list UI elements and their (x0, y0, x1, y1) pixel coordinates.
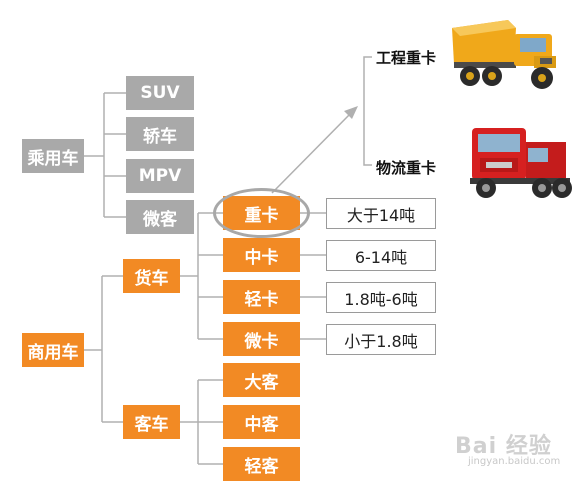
engineering-heavy-truck-label: 工程重卡 (376, 49, 437, 67)
logistics-heavy-truck-label: 物流重卡 (376, 159, 437, 177)
large-bus-node: 大客 (223, 363, 300, 397)
passenger-sedan-node: 轿车 (126, 117, 194, 151)
bus-node: 客车 (123, 405, 180, 439)
passenger-suv-node: SUV (126, 76, 194, 110)
baidu-watermark-logo: Bai 经验 (455, 434, 552, 459)
passenger-car-node: 乘用车 (22, 139, 84, 173)
light-bus-node: 轻客 (223, 447, 300, 481)
medium-bus-node: 中客 (223, 405, 300, 439)
heavy-truck-tonnage: 大于14吨 (326, 198, 436, 229)
mini-truck-tonnage: 小于1.8吨 (326, 324, 436, 355)
passenger-microbus-node: 微客 (126, 200, 194, 234)
heavy-truck-highlight (213, 188, 310, 238)
light-truck-node: 轻卡 (223, 280, 300, 314)
baidu-watermark-url: jingyan.baidu.com (468, 456, 561, 467)
light-truck-tonnage: 1.8吨-6吨 (326, 282, 436, 313)
medium-truck-tonnage: 6-14吨 (326, 240, 436, 271)
commercial-vehicle-node: 商用车 (22, 333, 84, 367)
medium-truck-node: 中卡 (223, 238, 300, 272)
passenger-mpv-node: MPV (126, 159, 194, 193)
tractor-truck-image (470, 128, 572, 198)
truck-node: 货车 (123, 259, 180, 293)
mini-truck-node: 微卡 (223, 322, 300, 356)
dump-truck-image (452, 20, 556, 89)
